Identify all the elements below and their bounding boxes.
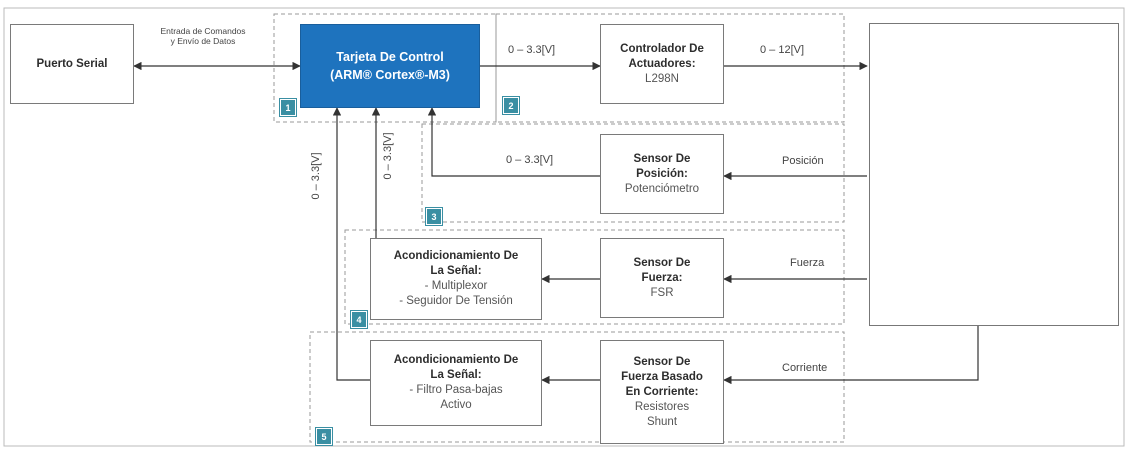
badge-4: 4 [351, 311, 367, 328]
ctrl-to-actuator-label: 0 – 3.3[V] [508, 44, 556, 56]
hand-position-label: Posición [782, 155, 824, 167]
current-sensor-title-2: Fuerza Basado [621, 370, 703, 383]
badge-1: 1 [280, 99, 296, 116]
current-sensor-block: Sensor De Fuerza Basado En Corriente: Re… [600, 340, 724, 444]
position-to-ctrl-arrow [427, 107, 600, 177]
cond2-to-ctrl-arrow [332, 107, 370, 381]
signal-conditioning-2-block: Acondicionamiento De La Señal: - Filtro … [370, 340, 542, 426]
dashed-group-3 [421, 123, 845, 223]
vertical-voltage-label-1: 0 – 3.3[V] [310, 152, 322, 200]
current-sensor-type-2: Shunt [646, 415, 678, 428]
position-sensor-title: Sensor De [633, 152, 691, 165]
hand-force-label: Fuerza [790, 257, 825, 269]
hand-image-frame [869, 23, 1119, 326]
actuator-controller-title: Controlador De [620, 42, 704, 55]
signal-conditioning-2-title: Acondicionamiento De [393, 354, 519, 366]
force-sensor-title: Sensor De [633, 256, 691, 269]
force-sensor-type: FSR [650, 286, 674, 299]
serial-link-label: Entrada de Comandos y Envío de Datos [140, 26, 266, 46]
actuator-controller-block: Controlador De Actuadores: L298N [600, 24, 724, 104]
badge-3: 3 [426, 208, 442, 225]
signal-conditioning-1-item-2: - Seguidor De Tensión [399, 295, 513, 307]
signal-conditioning-1-item-1: - Multiplexor [424, 280, 488, 292]
actuator-to-hand-label: 0 – 12[V] [760, 44, 805, 56]
current-sensor-title-3: En Corriente: [625, 385, 699, 398]
control-board-title: Tarjeta De Control [336, 50, 444, 64]
position-sensor-type: Potenciómetro [624, 182, 700, 195]
position-to-ctrl-label: 0 – 3.3[V] [506, 154, 554, 166]
control-board-subtitle: (ARM® Cortex®-M3) [330, 68, 450, 82]
badge-5: 5 [316, 428, 332, 445]
outer-frame [3, 7, 1125, 447]
signal-conditioning-1-title: Acondicionamiento De [393, 250, 519, 262]
serial-link-label-line1: Entrada de Comandos [160, 26, 246, 36]
control-board-block: Tarjeta De Control (ARM® Cortex®-M3) [300, 24, 480, 108]
serial-port-title: Puerto Serial [36, 57, 108, 70]
signal-conditioning-2-item-2: Activo [440, 399, 472, 411]
badge-2: 2 [503, 97, 519, 114]
signal-conditioning-2-item-1: - Filtro Pasa-bajas [409, 384, 503, 396]
actuator-controller-title-2: Actuadores: [628, 57, 696, 70]
dashed-group-2 [495, 13, 845, 123]
position-sensor-block: Sensor De Posición: Potenciómetro [600, 134, 724, 214]
signal-conditioning-2-title-2: La Señal: [430, 369, 482, 381]
force-sensor-block: Sensor De Fuerza: FSR [600, 238, 724, 318]
dashed-group-4 [344, 229, 845, 325]
signal-conditioning-1-block: Acondicionamiento De La Señal: - Multipl… [370, 238, 542, 320]
actuator-controller-model: L298N [645, 72, 679, 85]
dashed-group-5 [309, 331, 845, 443]
position-sensor-title-2: Posición: [636, 167, 688, 180]
hand-to-current-arrow [723, 326, 979, 385]
signal-conditioning-1-title-2: La Señal: [430, 265, 482, 277]
serial-port-block: Puerto Serial [10, 24, 134, 104]
vertical-voltage-label-2: 0 – 3.3[V] [382, 132, 394, 180]
hand-current-label: Corriente [782, 362, 828, 374]
current-sensor-type: Resistores [634, 400, 690, 413]
current-sensor-title: Sensor De [633, 355, 691, 368]
serial-link-label-line2: y Envío de Datos [170, 36, 236, 46]
force-sensor-title-2: Fuerza: [641, 271, 683, 284]
